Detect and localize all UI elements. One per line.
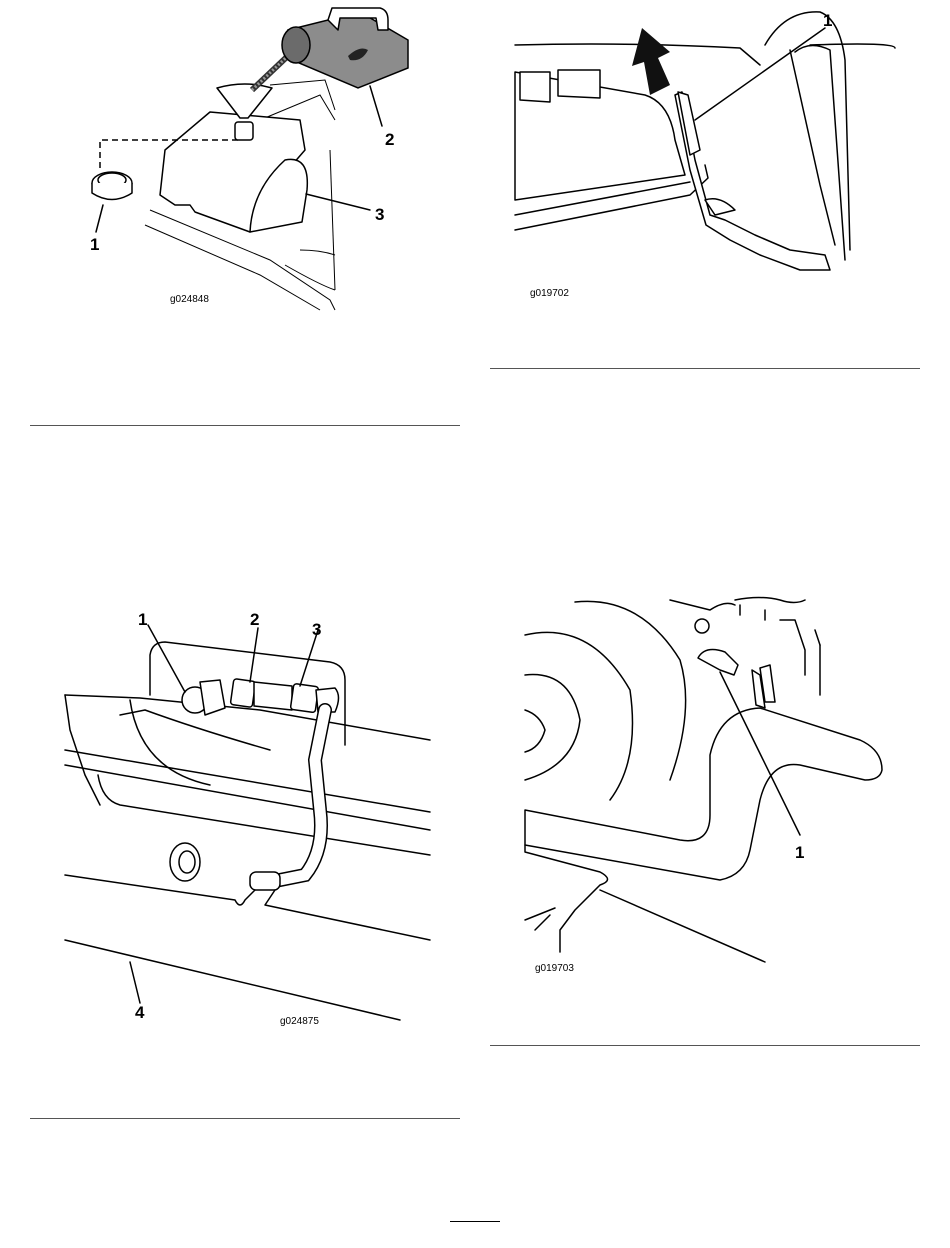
callout-4: 4 xyxy=(135,1003,145,1022)
divider xyxy=(30,1118,460,1119)
callout-1: 1 xyxy=(90,235,99,254)
figure-id: g019703 xyxy=(535,963,574,974)
figure-wheel-knob-illustration: 1 g019703 xyxy=(520,590,890,990)
figure-wheel-knob: 1 g019703 xyxy=(520,590,890,990)
figure-id: g024875 xyxy=(280,1016,319,1027)
callout-3: 3 xyxy=(375,205,384,224)
figure-id: g024848 xyxy=(170,294,209,305)
divider xyxy=(490,1045,920,1046)
figure-fuel-fill: 1 2 3 g024848 xyxy=(70,0,410,320)
divider xyxy=(30,425,460,426)
figure-hose-assembly-illustration: 1 2 3 4 g024875 xyxy=(60,600,440,1030)
callout-1: 1 xyxy=(823,11,832,30)
knob-icon xyxy=(698,650,738,675)
page-number-rule xyxy=(450,1221,500,1222)
figure-hose-assembly: 1 2 3 4 g024875 xyxy=(60,600,440,1030)
figure-id: g019702 xyxy=(530,288,569,299)
callout-1: 1 xyxy=(138,610,147,629)
figure-seat-latch: 1 g019702 xyxy=(510,0,920,310)
callout-2: 2 xyxy=(250,610,259,629)
callout-3: 3 xyxy=(312,620,321,639)
callout-1: 1 xyxy=(795,843,804,862)
up-arrow-icon xyxy=(632,28,670,95)
divider xyxy=(490,368,920,369)
callout-2: 2 xyxy=(385,130,394,149)
figure-fuel-fill-illustration: 1 2 3 g024848 xyxy=(70,0,410,320)
figure-seat-latch-illustration: 1 g019702 xyxy=(510,0,920,310)
